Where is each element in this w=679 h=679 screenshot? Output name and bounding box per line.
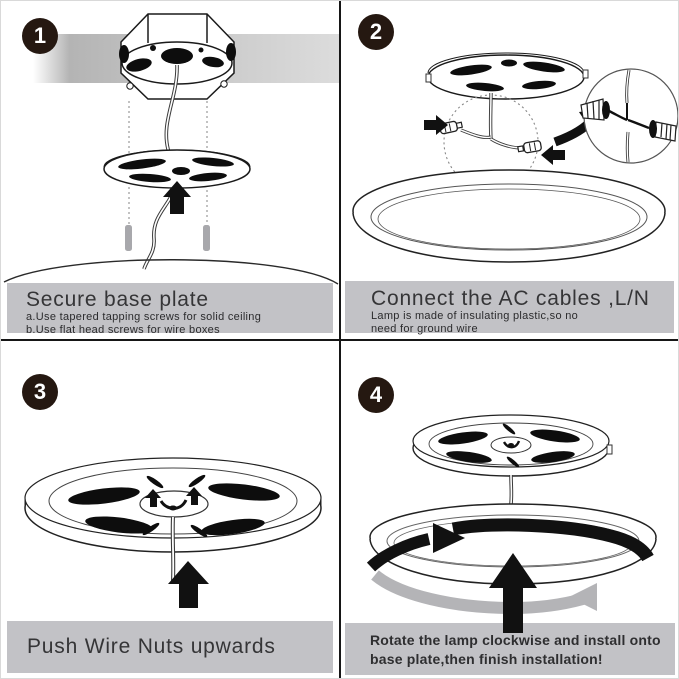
inward-arrow-right-icon (541, 145, 565, 165)
base-plate (412, 414, 613, 477)
step3-panel: 3 (1, 341, 341, 678)
base-plate (425, 52, 589, 100)
knockout-holes (119, 43, 236, 72)
step2-illustration (352, 52, 678, 263)
step2-note-2: need for ground wire (371, 322, 478, 335)
rotate-clockwise-arrow-icon (366, 518, 654, 572)
step2-panel: 2 (341, 1, 678, 341)
up-arrow-icon (489, 553, 537, 633)
step4-panel: 4 (341, 341, 678, 678)
step2-title: Connect the AC cables ,L/N (371, 287, 650, 310)
step1-note-a: a.Use tapered tapping screws for solid c… (26, 311, 262, 323)
step4-badge: 4 (358, 377, 394, 413)
ac-connector-right (517, 140, 542, 154)
step2-badge: 2 (358, 14, 394, 50)
lamp-dome-arc (3, 259, 339, 285)
inward-arrow-left-icon (424, 115, 448, 135)
step3-caption: Push Wire Nuts upwards (7, 621, 333, 673)
step1-caption: Secure base plate a.Use tapered tapping … (7, 283, 333, 336)
step1-title: Secure base plate (26, 288, 209, 311)
wire-nut-left (580, 98, 610, 121)
wire-nut-up-arrow-left-icon (145, 489, 161, 507)
step2-note-1: Lamp is made of insulating plastic,so no (371, 310, 579, 322)
magnified-wire-nut-view (580, 68, 678, 164)
step4-caption: Rotate the lamp clockwise and install on… (345, 623, 675, 675)
wire-nut-up-arrow-right-icon (186, 487, 202, 505)
lamp-body (352, 169, 666, 263)
wire-nut-right (649, 120, 677, 142)
up-arrow-icon (163, 181, 191, 214)
step1-illustration (3, 13, 339, 285)
step1-note-b: b.Use flat head screws for wire boxes (26, 323, 220, 336)
mounting-screws (125, 225, 210, 251)
step3-title: Push Wire Nuts upwards (27, 635, 276, 658)
alignment-dotted-lines (128, 101, 208, 224)
step4-line-2: base plate,then finish installation! (370, 651, 603, 667)
base-plate (103, 149, 251, 189)
step4-line-1: Rotate the lamp clockwise and install on… (370, 632, 661, 648)
up-arrow-icon (168, 561, 209, 608)
step4-illustration (366, 414, 657, 633)
step2-caption: Connect the AC cables ,L/N Lamp is made … (345, 281, 674, 335)
ac-wire (170, 516, 176, 582)
step1-panel: 1 (1, 1, 341, 341)
rotate-counter-gray-arrow-icon (371, 570, 597, 615)
step1-badge: 1 (22, 18, 58, 54)
step3-badge: 3 (22, 374, 58, 410)
step3-illustration (24, 457, 322, 608)
